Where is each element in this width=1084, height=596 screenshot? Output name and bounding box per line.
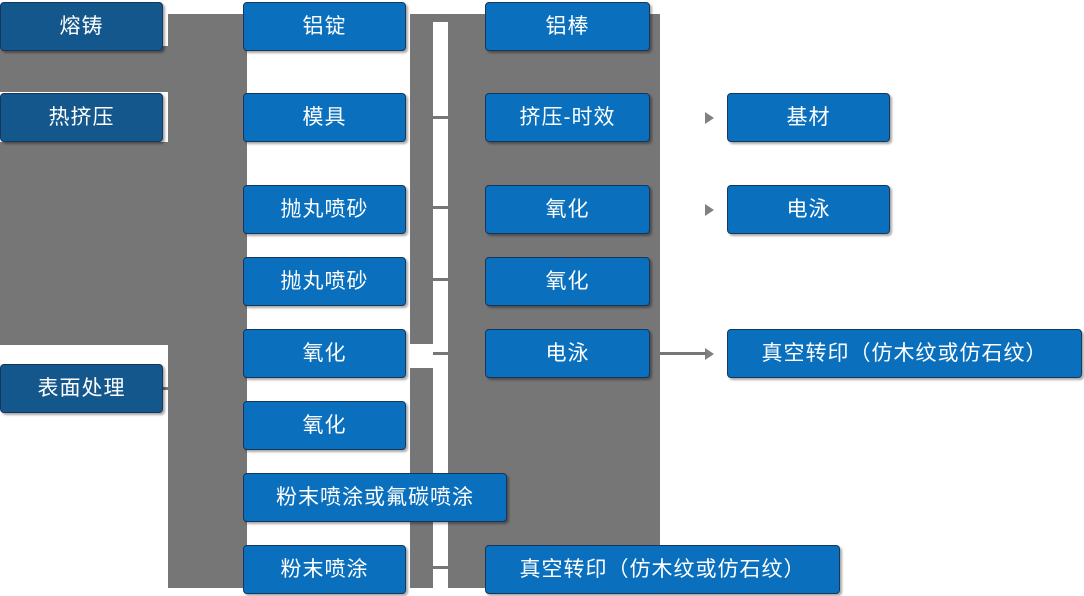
- arrow-to-sheet-powder: [226, 560, 239, 578]
- profile-box-ed[interactable]: 电泳: [485, 329, 650, 378]
- output-box-substrate[interactable]: 基材: [727, 93, 890, 142]
- connector-rung-2: [433, 206, 448, 209]
- connector-down-arrow-icon: [66, 70, 82, 81]
- profile-box-extrude[interactable]: 挤压-时效: [485, 93, 650, 142]
- profile-label-oxid-2: 氧化: [545, 270, 590, 293]
- arrow-to-sheet-blast-2: [226, 244, 239, 262]
- arrow-to-output-substrate: [705, 112, 714, 124]
- connector-line-to-output-vacuum: [660, 352, 706, 355]
- sheet-box-mold[interactable]: 模具: [243, 93, 406, 142]
- arrow-to-output-vacuum: [705, 348, 714, 360]
- sheet-box-blast-2[interactable]: 抛丸喷砂: [243, 257, 406, 306]
- sheet-box-powder[interactable]: 粉末喷涂: [243, 545, 406, 594]
- output-label-ed: 电泳: [786, 198, 831, 221]
- output-label-substrate: 基材: [786, 106, 831, 129]
- profile-label-oxid-1: 氧化: [545, 198, 590, 221]
- profile-box-oxid-1[interactable]: 氧化: [485, 185, 650, 234]
- sheet-box-powder-fluorocarbon[interactable]: 粉末喷涂或氟碳喷涂: [243, 473, 507, 522]
- output-box-ed[interactable]: 电泳: [727, 185, 890, 234]
- sheet-label-ingot: 铝锭: [302, 15, 347, 38]
- connector-rung-1: [433, 116, 448, 119]
- output-box-vacuum[interactable]: 真空转印（仿木纹或仿石纹）: [727, 329, 1082, 378]
- arrow-to-sheet-oxid-2: [226, 408, 239, 426]
- arrow-to-sheet-blast-1: [226, 180, 239, 198]
- profile-box-vacuum[interactable]: 真空转印（仿木纹或仿石纹）: [485, 545, 840, 594]
- output-label-vacuum: 真空转印（仿木纹或仿石纹）: [761, 342, 1048, 365]
- profile-box-bar[interactable]: 铝棒: [485, 2, 650, 51]
- sheet-label-oxid-2: 氧化: [302, 414, 347, 437]
- sheet-label-blast-1: 抛丸喷砂: [280, 198, 369, 221]
- connector-rung-5: [433, 566, 448, 569]
- stage-box-surface[interactable]: 表面处理: [0, 364, 163, 413]
- stage-box-extrude[interactable]: 热挤压: [0, 93, 163, 142]
- profile-label-ed: 电泳: [545, 342, 590, 365]
- arrow-to-sheet-powder-fluorocarbon: [226, 480, 239, 498]
- profile-label-bar: 铝棒: [545, 15, 590, 38]
- sheet-label-powder-fluorocarbon: 粉末喷涂或氟碳喷涂: [276, 486, 474, 509]
- stage-label-melting: 熔铸: [59, 15, 104, 38]
- sheet-box-blast-1[interactable]: 抛丸喷砂: [243, 185, 406, 234]
- stage-box-melting[interactable]: 熔铸: [0, 2, 163, 51]
- sheet-box-oxid-1[interactable]: 氧化: [243, 329, 406, 378]
- sheet-label-powder: 粉末喷涂: [280, 558, 369, 581]
- sheet-label-mold: 模具: [302, 106, 347, 129]
- stage-label-extrude: 热挤压: [48, 106, 115, 129]
- arrow-to-sheet-ingot: [226, 18, 239, 36]
- profile-box-oxid-2[interactable]: 氧化: [485, 257, 650, 306]
- connector-rung-3: [433, 278, 448, 281]
- profile-label-vacuum: 真空转印（仿木纹或仿石纹）: [519, 558, 806, 581]
- connector-stage-surface-stub: [163, 387, 175, 390]
- arrow-to-sheet-mold: [226, 100, 239, 118]
- arrow-to-output-ed: [705, 204, 714, 216]
- sheet-box-oxid-2[interactable]: 氧化: [243, 401, 406, 450]
- connector-bar-sheet-side: [410, 14, 433, 344]
- sheet-label-oxid-1: 氧化: [302, 342, 347, 365]
- connector-slab-profile-top: [433, 14, 448, 22]
- sheet-label-blast-2: 抛丸喷砂: [280, 270, 369, 293]
- sheet-box-ingot[interactable]: 铝锭: [243, 2, 406, 51]
- profile-label-extrude: 挤压-时效: [519, 106, 616, 129]
- stage-label-surface: 表面处理: [37, 377, 126, 400]
- arrow-to-sheet-oxid-1: [226, 336, 239, 354]
- connector-rung-4: [433, 352, 448, 355]
